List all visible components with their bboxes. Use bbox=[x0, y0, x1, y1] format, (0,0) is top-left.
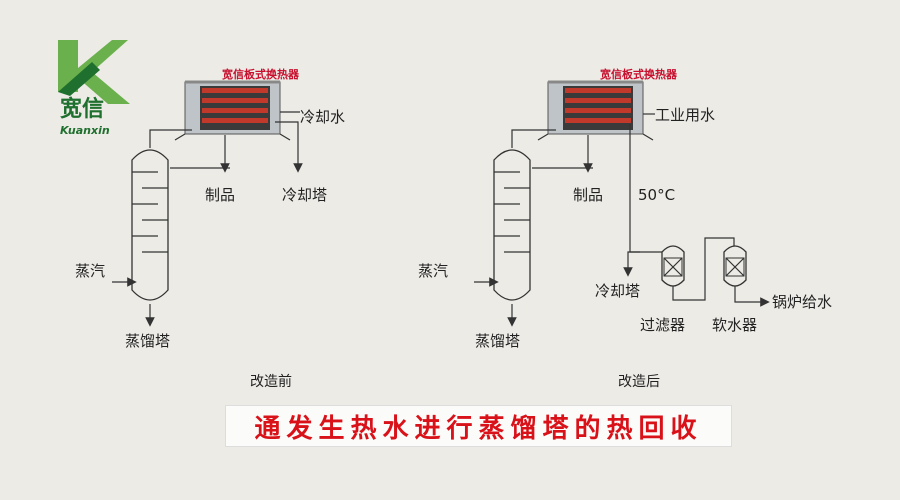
filter-label: 过滤器 bbox=[640, 316, 685, 334]
product-label-left: 制品 bbox=[205, 186, 235, 204]
steam-label-left: 蒸汽 bbox=[75, 262, 105, 280]
after-diagram: 宽信板式换热器 工业用水 制品 50°C 冷却塔 过滤器 软水器 锅炉给水 bbox=[418, 67, 832, 390]
caption-after: 改造后 bbox=[618, 374, 660, 390]
caption-before: 改造前 bbox=[250, 373, 292, 390]
cooling-tower-label-left: 冷却塔 bbox=[282, 186, 327, 204]
product-label-right: 制品 bbox=[573, 186, 603, 204]
logo-chinese: 宽信 bbox=[60, 96, 104, 122]
steam-label-right: 蒸汽 bbox=[418, 262, 448, 280]
softener-label: 软水器 bbox=[712, 316, 757, 334]
before-diagram: 宽信板式换热器 冷却水 制品 冷却塔 蒸汽 蒸馏塔 改造前 bbox=[75, 67, 345, 390]
logo-english: Kuanxin bbox=[60, 124, 110, 137]
cooling-water-label: 冷却水 bbox=[300, 108, 345, 126]
kuanxin-logo: 宽信 Kuanxin bbox=[58, 40, 130, 137]
column-label-right: 蒸馏塔 bbox=[475, 332, 520, 350]
logo-leaf-icon bbox=[58, 62, 100, 96]
title-banner: 通发生热水进行蒸馏塔的热回收 bbox=[225, 405, 732, 447]
cooling-tower-label-right: 冷却塔 bbox=[595, 282, 640, 300]
distillation-column-left bbox=[131, 149, 169, 301]
banner-text: 通发生热水进行蒸馏塔的热回收 bbox=[254, 413, 703, 444]
plate-heat-exchanger-right bbox=[537, 80, 654, 141]
hx-label-left: 宽信板式换热器 bbox=[221, 67, 300, 81]
boiler-feed-label: 锅炉给水 bbox=[772, 293, 832, 311]
plate-heat-exchanger-left bbox=[174, 80, 291, 141]
filter-vessel bbox=[661, 245, 685, 287]
temperature-label: 50°C bbox=[638, 186, 675, 204]
column-label-left: 蒸馏塔 bbox=[125, 332, 170, 350]
industrial-water-label: 工业用水 bbox=[655, 106, 715, 124]
softener-vessel bbox=[723, 245, 747, 287]
hx-label-right: 宽信板式换热器 bbox=[599, 67, 678, 81]
distillation-column-right bbox=[493, 149, 531, 301]
